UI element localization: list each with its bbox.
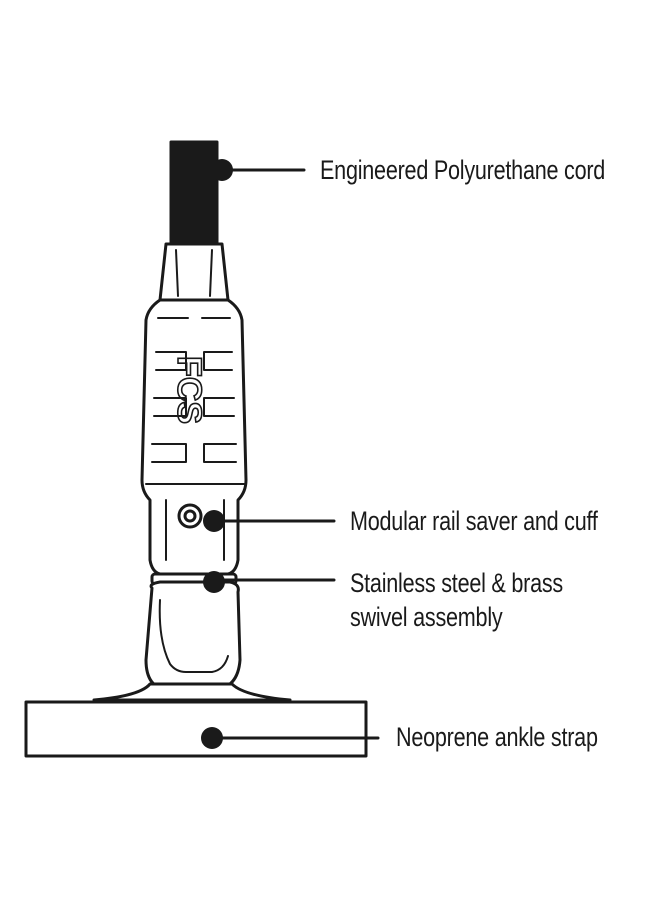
callout-dot-swivel bbox=[203, 571, 225, 593]
ankle-strap bbox=[24, 700, 368, 758]
swivel-housing bbox=[144, 580, 242, 692]
label-strap: Neoprene ankle strap bbox=[396, 722, 598, 752]
strap-flare bbox=[92, 682, 292, 702]
callout-dot-rail-saver bbox=[203, 510, 225, 532]
label-cord: Engineered Polyurethane cord bbox=[320, 155, 606, 185]
cord bbox=[169, 140, 219, 248]
label-swivel-line1: Stainless steel & brass bbox=[350, 568, 563, 598]
callout-dot-cord bbox=[211, 159, 233, 181]
label-rail-saver: Modular rail saver and cuff bbox=[350, 506, 598, 536]
svg-text:FCS: FCS bbox=[170, 356, 208, 424]
label-swivel-line2: swivel assembly bbox=[350, 602, 503, 632]
label-swivel: Stainless steel & brass swivel assembly bbox=[350, 566, 563, 634]
cuff-collar bbox=[158, 242, 230, 302]
callout-dot-strap bbox=[201, 727, 223, 749]
rail-saver-cuff bbox=[140, 298, 248, 576]
logo: FCS bbox=[169, 355, 209, 425]
